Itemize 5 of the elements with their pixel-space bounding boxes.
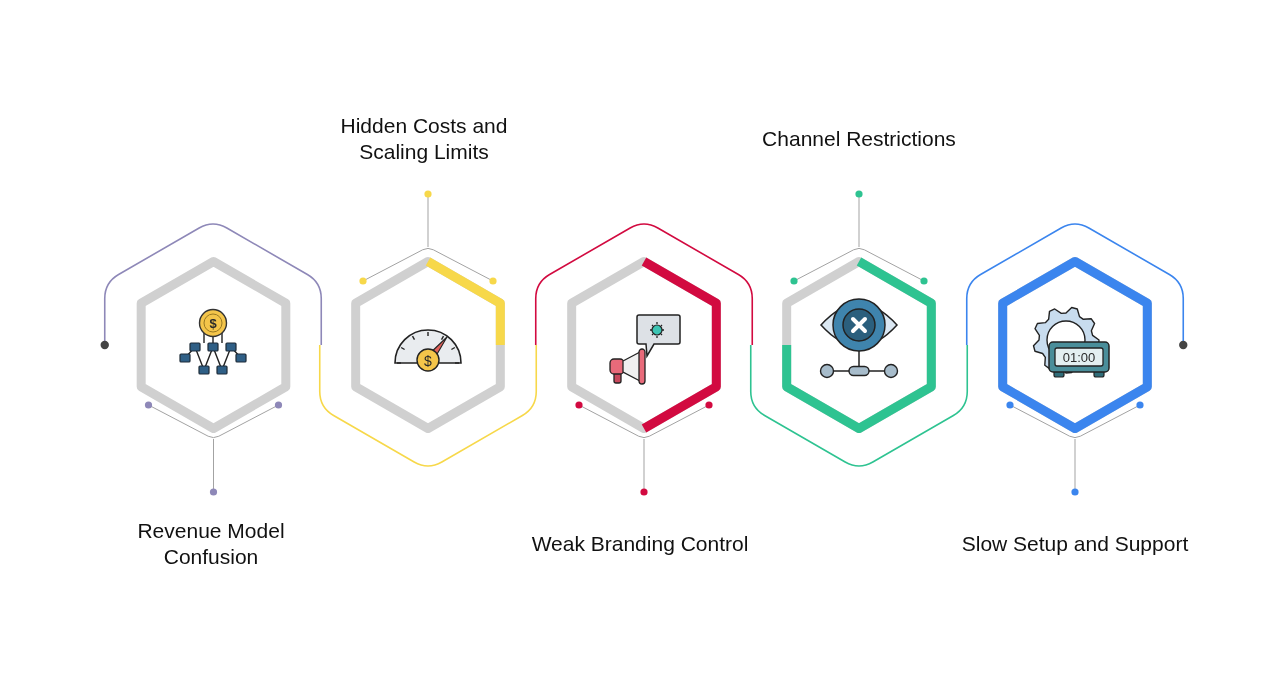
step-title: Revenue Model Confusion <box>136 518 286 570</box>
step-title: Channel Restrictions <box>762 126 956 152</box>
step-title: Hidden Costs and Scaling Limits <box>339 113 509 165</box>
step-title: Slow Setup and Support <box>961 531 1189 557</box>
step-title: Weak Branding Control <box>531 531 749 557</box>
